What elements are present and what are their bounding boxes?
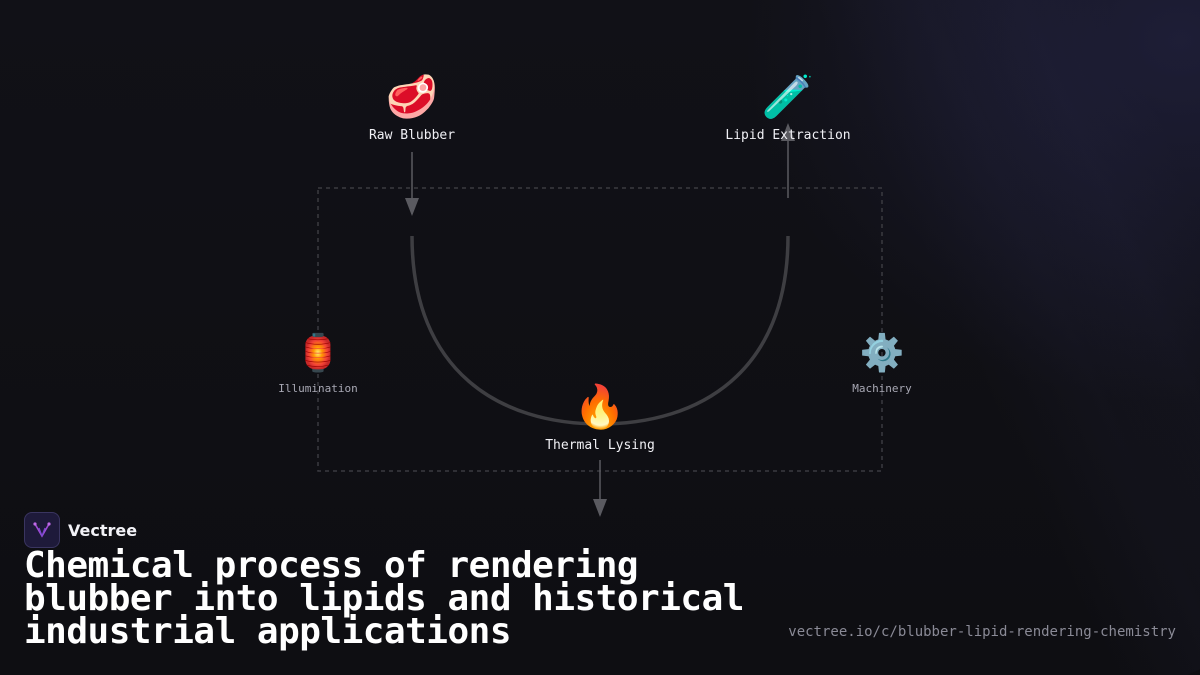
meat-icon: 🥩 bbox=[385, 72, 439, 121]
process-curve bbox=[410, 235, 790, 426]
node-lipid-extraction: 🧪 Lipid Extraction bbox=[725, 72, 850, 143]
node-raw-blubber: 🥩 Raw Blubber bbox=[369, 72, 455, 143]
arrowhead bbox=[593, 499, 607, 517]
node-thermal-lysing: 🔥 Thermal Lysing bbox=[545, 382, 655, 453]
gear-icon: ⚙️ bbox=[859, 333, 905, 374]
lantern-icon: 🏮 bbox=[295, 333, 341, 374]
node-illumination: 🏮 Illumination bbox=[278, 332, 357, 395]
node-label: Raw Blubber bbox=[368, 128, 456, 143]
node-label: Lipid Extraction bbox=[725, 128, 851, 143]
test-tube-icon: 🧪 bbox=[761, 72, 815, 121]
node-label: Illumination bbox=[278, 382, 358, 395]
brand-name: Vectree bbox=[68, 520, 138, 540]
arrowhead bbox=[781, 123, 795, 141]
node-label: Thermal Lysing bbox=[545, 438, 655, 453]
page-url[interactable]: vectree.io/c/blubber-lipid-rendering-che… bbox=[788, 624, 1176, 640]
fire-icon: 🔥 bbox=[573, 382, 627, 431]
arrowhead bbox=[405, 198, 419, 216]
brand[interactable]: Vectree bbox=[24, 512, 137, 548]
vectree-logo-icon bbox=[24, 512, 60, 548]
node-machinery: ⚙️ Machinery bbox=[852, 332, 912, 395]
node-label: Machinery bbox=[852, 382, 912, 395]
page-title: Chemical process of rendering blubber in… bbox=[24, 545, 744, 652]
